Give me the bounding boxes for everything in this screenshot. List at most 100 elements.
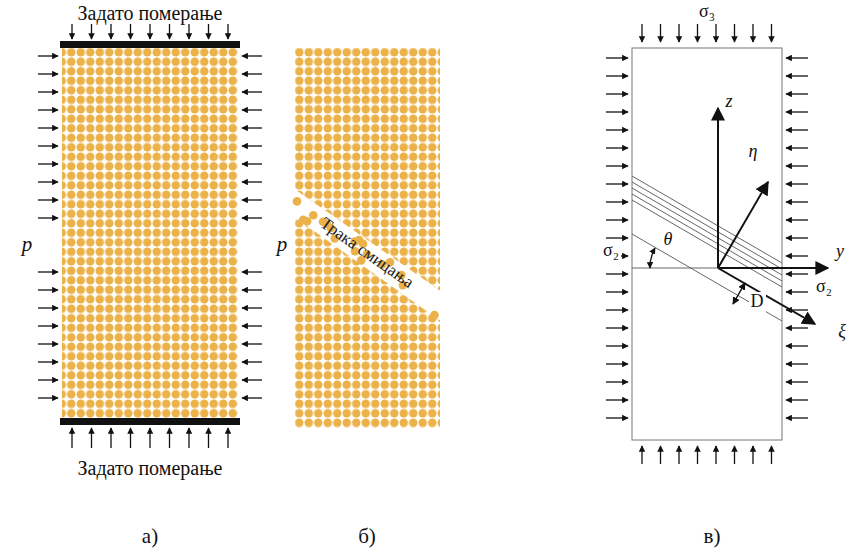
label: y xyxy=(834,242,846,262)
arrow xyxy=(208,24,209,39)
label: ξ xyxy=(836,322,848,342)
arrow xyxy=(606,57,628,58)
arrow xyxy=(242,127,262,128)
label: θ xyxy=(662,230,675,250)
grain xyxy=(430,311,439,320)
arrow xyxy=(660,24,661,42)
arrow xyxy=(208,428,209,448)
arrow xyxy=(752,24,753,42)
arrow xyxy=(227,24,228,39)
arrow xyxy=(188,428,189,448)
band-line xyxy=(632,234,782,321)
label: p xyxy=(20,233,35,256)
label: б) xyxy=(356,525,378,548)
arrow xyxy=(606,309,628,310)
label: z xyxy=(723,92,734,112)
band-line xyxy=(632,182,782,269)
eta-axis xyxy=(718,182,768,268)
arrow xyxy=(606,165,628,166)
arrow xyxy=(38,289,58,290)
arrow xyxy=(752,446,753,464)
angle-arc xyxy=(650,248,655,268)
arrow xyxy=(91,24,92,39)
band-line xyxy=(632,200,782,287)
arrow xyxy=(91,428,92,448)
arrow xyxy=(786,273,808,274)
arrow xyxy=(38,379,58,380)
arrow xyxy=(71,428,72,448)
arrow xyxy=(242,325,262,326)
arrow xyxy=(697,24,698,42)
arrow xyxy=(734,24,735,42)
arrow xyxy=(786,291,808,292)
arrow xyxy=(110,24,111,39)
arrow xyxy=(697,446,698,464)
arrow xyxy=(38,361,58,362)
reference-line xyxy=(632,268,718,269)
label: σ₂ xyxy=(814,277,834,297)
arrow xyxy=(715,446,716,464)
arrow xyxy=(242,271,262,272)
arrow xyxy=(606,381,628,382)
arrow xyxy=(242,55,262,56)
arrow xyxy=(38,325,58,326)
xi-axis xyxy=(718,268,815,324)
arrow xyxy=(786,129,808,130)
arrow xyxy=(38,145,58,146)
arrow xyxy=(606,93,628,94)
arrow xyxy=(188,24,189,39)
arrow xyxy=(242,379,262,380)
arrow xyxy=(242,199,262,200)
arrow xyxy=(606,183,628,184)
arrow xyxy=(606,129,628,130)
y-axis xyxy=(718,267,828,269)
arrow xyxy=(242,145,262,146)
element-outline xyxy=(632,48,782,440)
label: Задато померање xyxy=(76,2,225,24)
arrow xyxy=(786,93,808,94)
arrow xyxy=(169,24,170,39)
arrow xyxy=(38,73,58,74)
arrow xyxy=(38,343,58,344)
arrow xyxy=(715,24,716,42)
arrow xyxy=(242,163,262,164)
shear-band xyxy=(293,188,442,322)
label: D xyxy=(749,292,766,312)
arrow xyxy=(786,255,808,256)
arrow xyxy=(130,428,131,448)
arrow xyxy=(641,24,642,42)
arrow xyxy=(71,24,72,39)
arrow xyxy=(38,307,58,308)
arrow xyxy=(242,73,262,74)
arrow xyxy=(734,446,735,464)
band-width-arrow xyxy=(733,283,745,304)
granular-sample xyxy=(62,48,238,418)
arrow xyxy=(606,273,628,274)
arrow xyxy=(38,217,58,218)
arrow xyxy=(242,109,262,110)
loading-plate xyxy=(60,418,240,425)
grain xyxy=(299,215,308,224)
arrow xyxy=(242,361,262,362)
arrow xyxy=(786,219,808,220)
label: η xyxy=(747,142,760,162)
load-arrows xyxy=(38,24,262,448)
arrow xyxy=(606,237,628,238)
stress-arrows xyxy=(606,24,808,464)
z-axis xyxy=(717,108,719,268)
label: p xyxy=(275,233,290,256)
arrow xyxy=(242,217,262,218)
arrow xyxy=(130,24,131,39)
arrow xyxy=(786,111,808,112)
label: Задато померање xyxy=(76,457,225,479)
arrow xyxy=(771,24,772,42)
arrow xyxy=(38,55,58,56)
arrow xyxy=(786,183,808,184)
label: σ₃ xyxy=(697,2,717,22)
arrow xyxy=(606,327,628,328)
arrow xyxy=(606,75,628,76)
arrow xyxy=(242,343,262,344)
arrow xyxy=(786,165,808,166)
arrow xyxy=(38,397,58,398)
